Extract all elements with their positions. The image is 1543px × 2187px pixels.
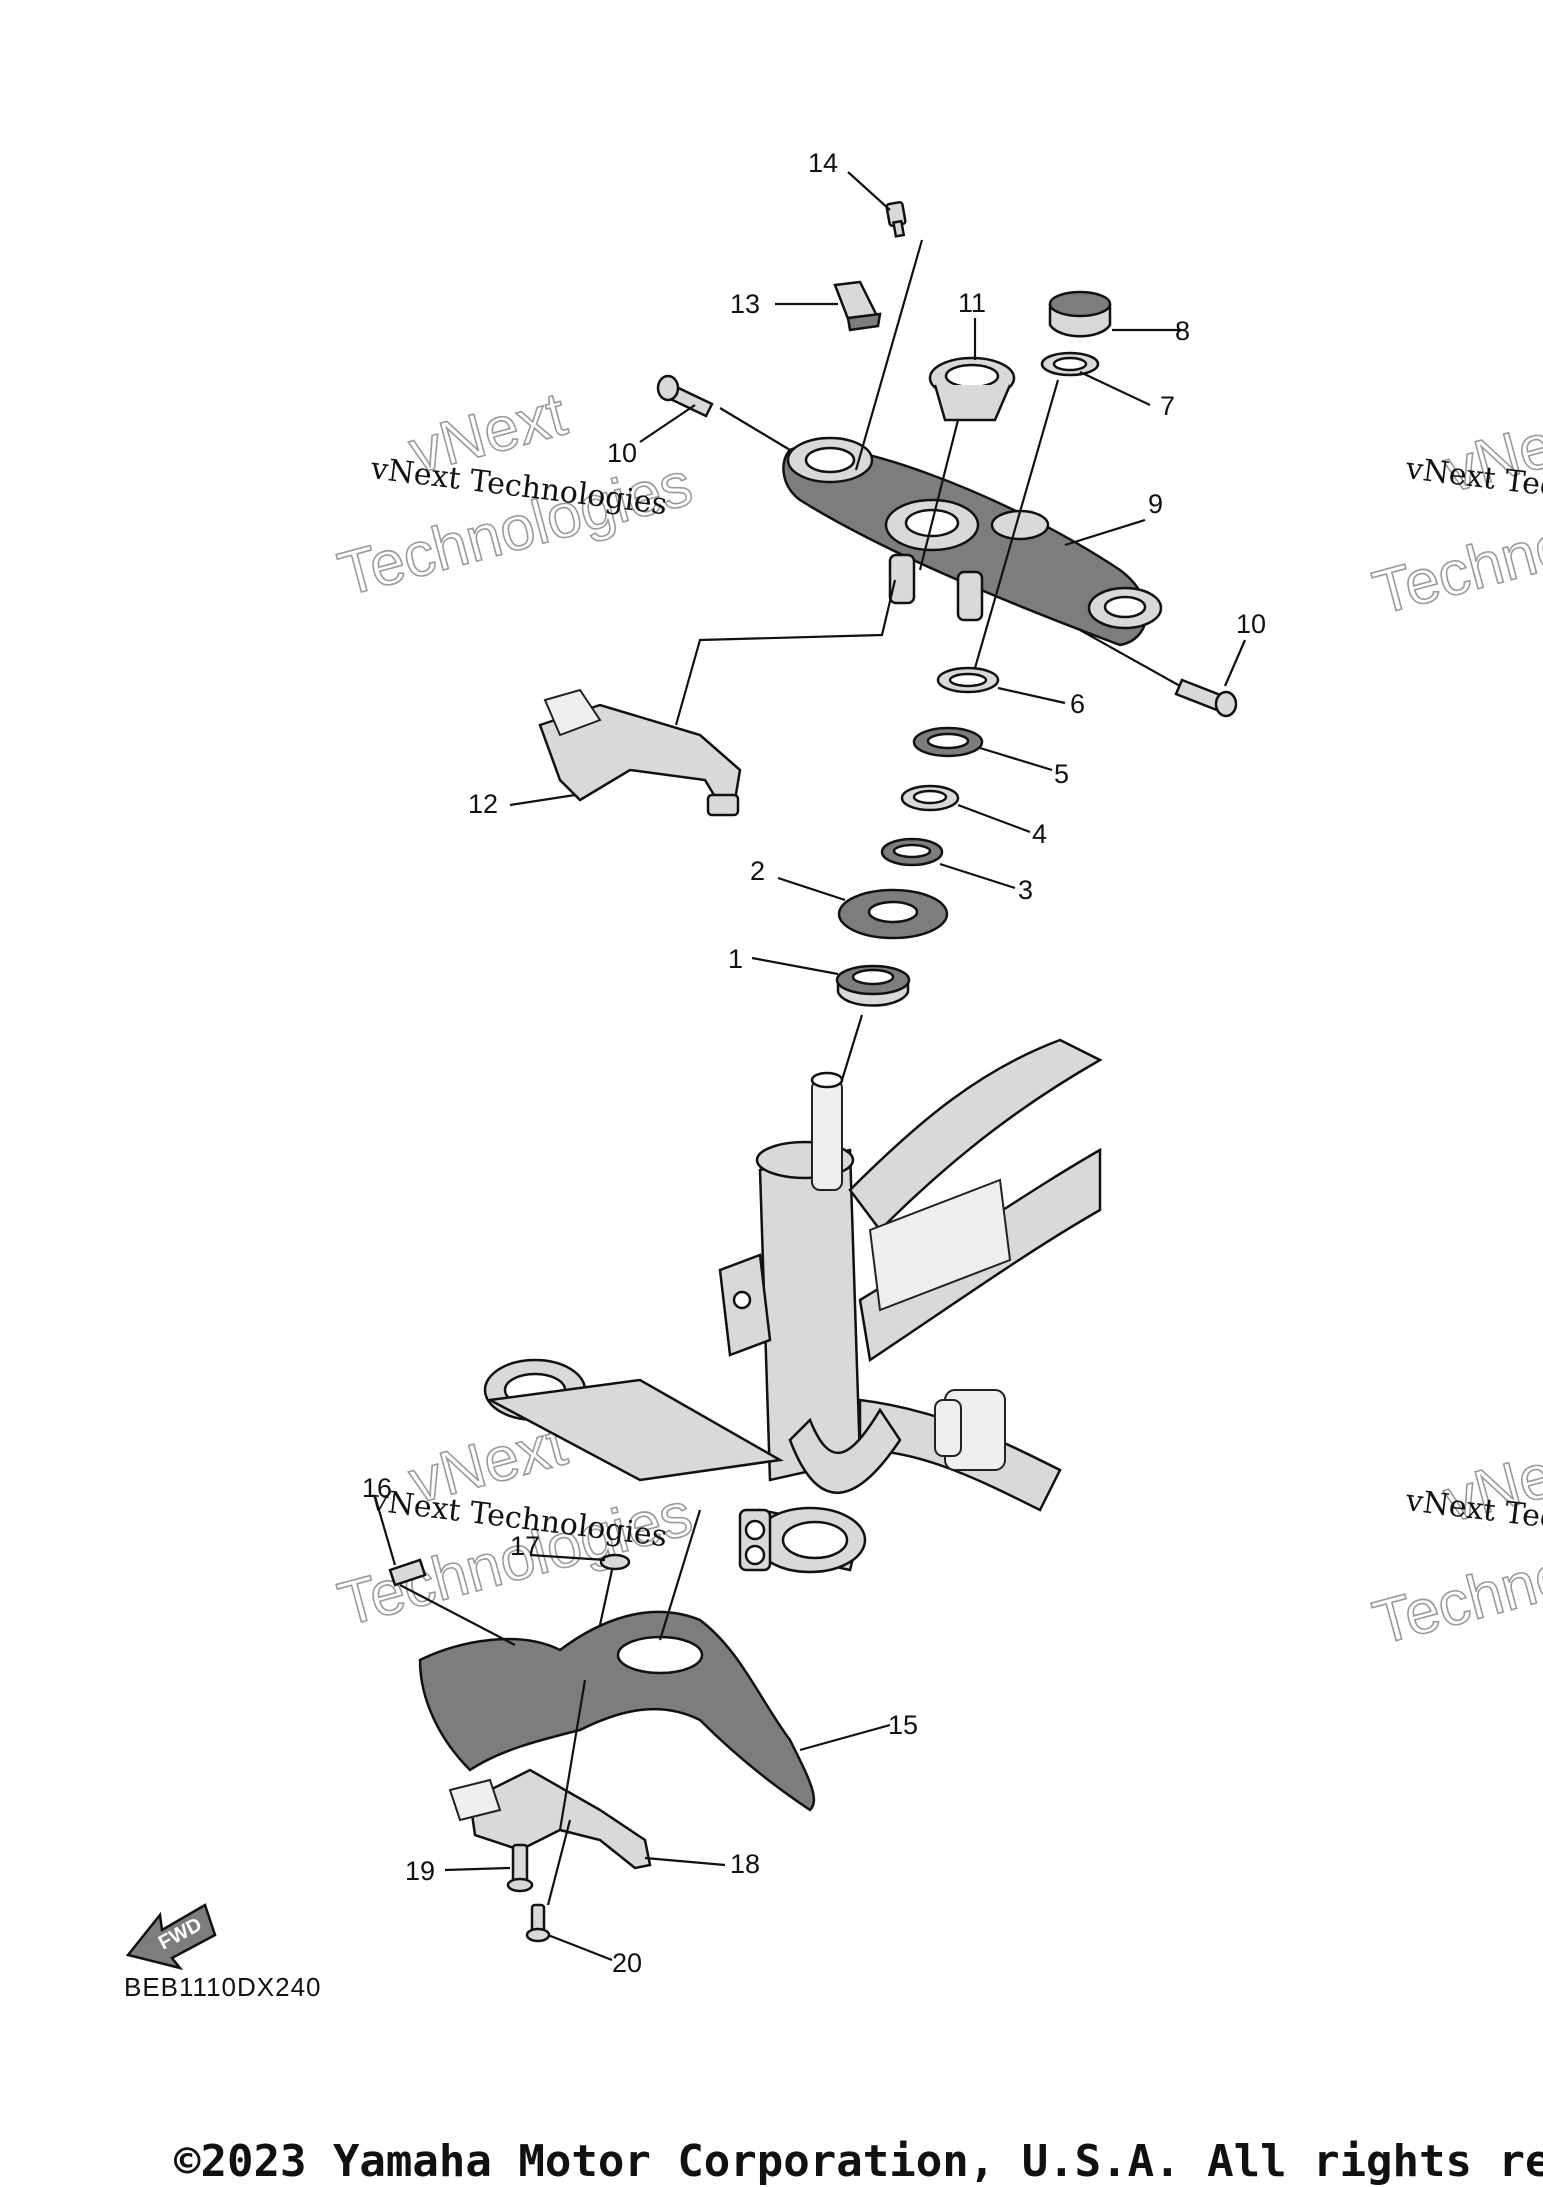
copyright-notice: ©2023 Yamaha Motor Corporation, U.S.A. A… [174,2136,1543,2187]
part-16-bolt [388,1558,427,1587]
callout-8: 8 [1175,316,1190,346]
callout-2: 2 [750,856,765,886]
part-12-hose-guide [538,688,742,817]
callout-20: 20 [612,1948,642,1978]
callout-17: 17 [510,1531,540,1561]
part-13-plate [833,280,882,332]
watermark-upper-right: vNext Technologies vNext Technologies [1366,397,1543,629]
callout-12: 12 [468,789,498,819]
callout-15: 15 [888,1710,918,1740]
callout-10-left: 10 [607,438,637,468]
part-1-bearing [835,964,911,1007]
callout-10-right: 10 [1236,609,1266,639]
frame-assembly [718,1038,1103,1512]
part-4-washer [900,784,960,812]
callout-1: 1 [728,944,743,974]
watermark-lower-right: vNext Technologies vNext Technologies [1366,1427,1543,1659]
part-10-bolt-right [1174,678,1238,718]
part-11-cap [928,356,1016,422]
callout-16: 16 [362,1473,392,1503]
callout-6: 6 [1070,689,1085,719]
part-3-ring-nut [880,837,944,867]
part-7-washer [1040,351,1100,377]
part-8-nut [1048,290,1112,338]
part-10-bolt-left [656,374,714,418]
part-20-bolt [525,1903,551,1943]
part-17-collar [599,1553,631,1571]
part-14-bolt [885,201,907,238]
callout-5: 5 [1054,759,1069,789]
part-2-seal [837,888,949,940]
part-18-bracket [448,1768,652,1870]
callout-18: 18 [730,1849,760,1879]
part-19-bolt [506,1843,534,1893]
callout-4: 4 [1032,819,1047,849]
part-9-upper-bracket [782,436,1163,647]
part-5-ring-nut [912,726,984,758]
diagram-code: BEB1110DX240 [124,1972,322,2002]
callout-3: 3 [1018,875,1033,905]
leader-lines [374,171,1247,1962]
callout-11: 11 [958,288,986,318]
callout-19: 19 [405,1856,435,1886]
watermark-upper-left: vNext Technologies vNext Technologies [331,379,700,611]
callout-9: 9 [1148,489,1163,519]
callout-labels: 1 2 3 4 5 6 7 8 9 10 10 11 12 13 14 15 1… [362,148,1266,1978]
forward-direction-arrow-icon: FWD [125,1903,217,1971]
lower-bracket [483,1358,867,1574]
callout-14: 14 [808,148,838,178]
part-15-cover [418,1610,816,1812]
part-6-lock-washer [936,666,1000,694]
callout-13: 13 [730,289,760,319]
callout-7: 7 [1160,391,1175,421]
